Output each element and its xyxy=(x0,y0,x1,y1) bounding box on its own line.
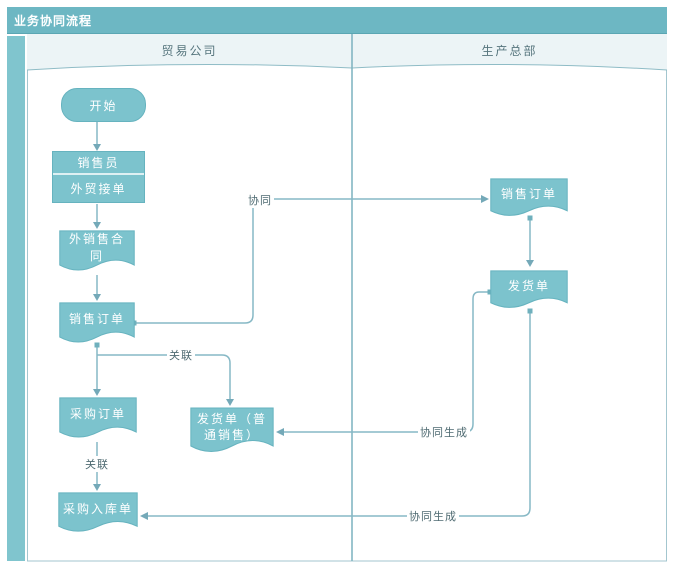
node-delivery-note-production-label: 发货单 xyxy=(507,278,550,293)
node-start[interactable]: 开始 xyxy=(61,88,146,122)
process-side-strip xyxy=(7,36,25,561)
node-sales-order-production-label: 销售订单 xyxy=(500,186,557,201)
node-delivery-note-normal-sales-label: 发货单（普通销售） xyxy=(196,411,267,442)
node-foreign-trade-order-label: 外贸接单 xyxy=(70,182,127,196)
node-sales-order-trading[interactable]: 销售订单 xyxy=(59,302,135,347)
node-delivery-note-production[interactable]: 发货单 xyxy=(490,270,568,312)
page-title: 业务协同流程 xyxy=(14,13,93,28)
node-export-sales-contract[interactable]: 外销售合同 xyxy=(59,230,135,275)
edge-label-relate-2: 关联 xyxy=(83,456,111,472)
node-sales-rep-label: 销售员 xyxy=(53,152,144,175)
node-purchase-order[interactable]: 采购订单 xyxy=(59,397,137,442)
node-start-label: 开始 xyxy=(89,98,118,113)
node-sales-order-production[interactable]: 销售订单 xyxy=(490,178,568,220)
node-delivery-note-normal-sales[interactable]: 发货单（普通销售） xyxy=(190,407,274,457)
lane-header-production-hq: 生产总部 xyxy=(481,44,538,58)
edge-label-collaborate: 协同 xyxy=(246,192,274,208)
edge-label-collab-generate-2: 协同生成 xyxy=(407,508,459,524)
node-purchase-order-label: 采购订单 xyxy=(69,407,126,422)
edge-label-relate-1: 关联 xyxy=(167,347,195,363)
node-purchase-inbound-order[interactable]: 采购入库单 xyxy=(58,492,138,536)
node-export-sales-contract-label: 外销售合同 xyxy=(68,232,125,263)
edge-label-collab-generate-1: 协同生成 xyxy=(418,424,470,440)
node-purchase-inbound-order-label: 采购入库单 xyxy=(62,501,133,516)
window-title-bar: 业务协同流程 xyxy=(7,7,667,34)
node-sales-order-trading-label: 销售订单 xyxy=(68,312,125,327)
lane-header-trading-company: 贸易公司 xyxy=(161,44,218,58)
node-sales-rep-task[interactable]: 销售员 外贸接单 xyxy=(52,151,145,203)
